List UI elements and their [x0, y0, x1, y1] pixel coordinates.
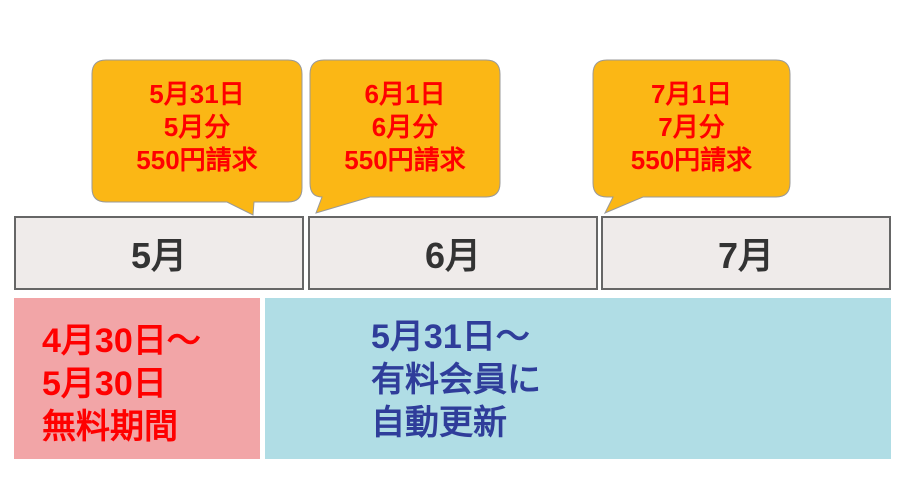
month-may: 5月 [14, 216, 304, 290]
month-june: 6月 [308, 216, 598, 290]
callout-bubble-shape [91, 59, 303, 216]
callout-month: 7月分 [658, 112, 725, 142]
callout-date: 6月1日 [364, 79, 446, 109]
callout-bubble-shape [592, 59, 791, 214]
free-period-start: 4月30日～ [42, 322, 201, 360]
callout-bubble-shape [309, 59, 501, 214]
callout-amount: 550円請求 [136, 145, 258, 175]
free-period-label: 無料期間 [42, 408, 178, 446]
paid-period-block: 5月31日～ 有料会員に 自動更新 [265, 298, 891, 459]
paid-period-start: 5月31日～ [371, 318, 530, 356]
callout-date: 7月1日 [651, 79, 732, 109]
callout-month: 6月分 [371, 112, 439, 142]
month-july: 7月 [601, 216, 891, 290]
callout-date: 5月31日 [149, 79, 245, 109]
paid-period-renewal: 自動更新 [371, 404, 507, 442]
free-period-end: 5月30日 [42, 365, 167, 403]
callout-amount: 550円請求 [630, 145, 753, 175]
billing-callout-june: 6月1日 6月分 550円請求 [309, 59, 501, 214]
callout-month: 5月分 [163, 112, 231, 142]
billing-callout-may: 5月31日 5月分 550円請求 [91, 59, 303, 216]
free-period-block: 4月30日～ 5月30日 無料期間 [14, 298, 260, 459]
paid-period-label: 有料会員に [371, 361, 541, 399]
billing-callout-july: 7月1日 7月分 550円請求 [592, 59, 791, 214]
callout-amount: 550円請求 [344, 145, 466, 175]
